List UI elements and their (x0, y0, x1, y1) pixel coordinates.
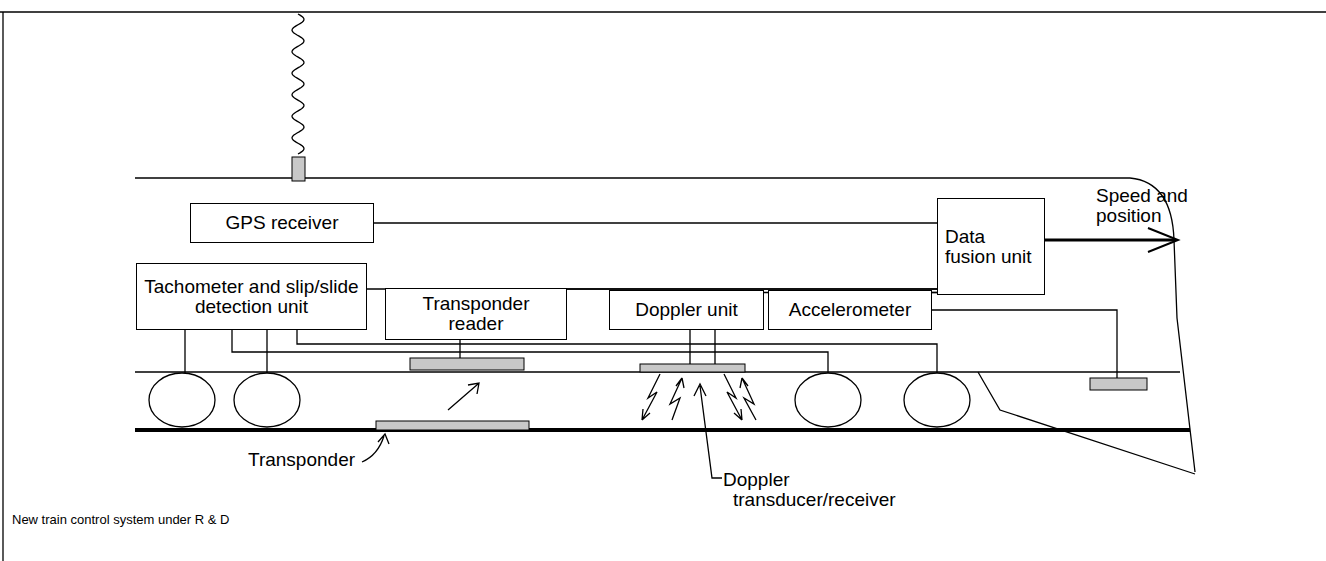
transponder-label: Transponder (248, 450, 378, 470)
accelerometer-box: Accelerometer (768, 290, 932, 330)
wheel (149, 373, 215, 427)
arrow-head (1148, 228, 1178, 252)
frame-line (0, 11, 1326, 12)
roof-line (135, 177, 1130, 178)
doppler-transducer (640, 364, 745, 372)
fusion-box: Data fusion unit (937, 198, 1045, 295)
wheel (234, 373, 300, 427)
box-label: Doppler unit (617, 300, 756, 320)
box-label: GPS receiver (198, 213, 366, 233)
doppler-beam (724, 374, 742, 420)
doppler-beam (670, 378, 684, 420)
doppler-beam (642, 374, 660, 420)
rail-track (135, 428, 1190, 432)
receiver-box: GPS receiver (190, 203, 374, 243)
track-transponder (376, 421, 529, 430)
accelerometer-sensor (1090, 378, 1147, 390)
wire (690, 330, 715, 364)
wire (930, 310, 1117, 378)
gps-antenna (292, 157, 305, 181)
tachometer-box: Tachometer and slip/slide detection unit (136, 263, 367, 330)
box-label: Tachometer and slip/slide detection unit (144, 277, 359, 317)
reader-antenna (410, 358, 524, 370)
output-arrow (1043, 239, 1176, 242)
signal-wire (374, 222, 937, 223)
figure-caption: New train control system under R & D (12, 512, 229, 527)
wheel (904, 373, 970, 427)
frame-line (2, 12, 3, 561)
skirt-outline (978, 372, 1195, 474)
box-label: Transponder reader (393, 294, 559, 334)
wheel (795, 373, 861, 427)
leader-line (362, 434, 389, 462)
reader-box: Transponder reader (385, 288, 567, 340)
box-label: Accelerometer (776, 300, 924, 320)
box-label: Data fusion unit (945, 227, 1037, 267)
signal-arrow (448, 383, 479, 410)
output-label: Speed and position (1096, 186, 1208, 226)
doppler-label: Doppler transducer/receiver (733, 470, 923, 510)
doppler-box: Doppler unit (609, 290, 764, 330)
doppler-beam (740, 378, 756, 420)
gps-signal (292, 14, 304, 154)
